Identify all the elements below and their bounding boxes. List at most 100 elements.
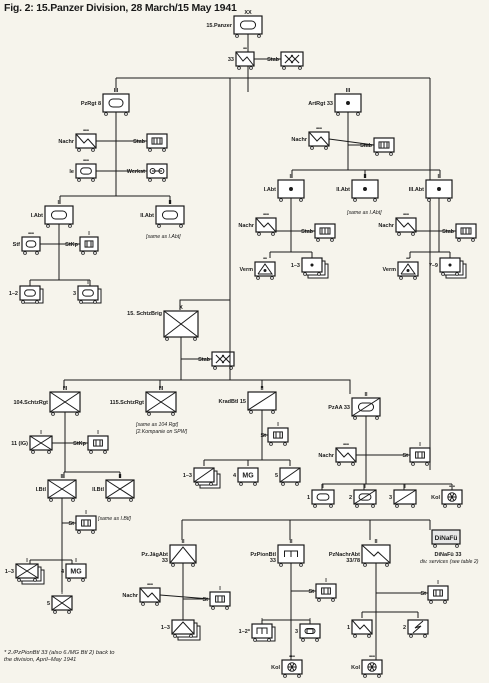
size-indicator: ••• (369, 654, 375, 660)
artillery-symbol (346, 101, 350, 105)
staff-symbol (273, 431, 283, 439)
wheel-icon (411, 232, 415, 236)
survey-symbol (257, 263, 273, 275)
wheel-icon (397, 232, 401, 236)
wheel-icon (301, 638, 305, 642)
wheel-icon (315, 638, 319, 642)
wheel-icon (17, 578, 21, 582)
recon-symbol (351, 397, 381, 417)
unit-label: 1–3 (5, 569, 14, 575)
anti-tank-symbol (171, 621, 195, 635)
size-indicator: I (309, 618, 311, 624)
size-indicator: II (289, 174, 293, 180)
wheel-icon (81, 251, 85, 255)
unit-art-stab: Stab (360, 137, 395, 156)
staff-symbol (460, 227, 472, 235)
note-text: div. services (see table 2) (420, 559, 479, 565)
unit-box (75, 163, 97, 179)
survey-symbol (406, 269, 410, 272)
size-indicator: I (419, 442, 421, 448)
note-text: [same as I.Abt] (145, 234, 181, 240)
staff-symbol (81, 519, 91, 527)
size-indicator: ••• (147, 582, 153, 588)
unit-verm1: ••Verm (240, 256, 276, 280)
unit-pzjag-13: I1–3 (161, 614, 201, 641)
hq-symbol (221, 354, 231, 364)
unit-art-i-nachr: •••Nachr (238, 212, 277, 236)
size-indicator: II (363, 174, 367, 180)
wheel-icon (283, 442, 287, 446)
unit-ibtl: III.Btl (36, 474, 77, 502)
wheel-icon (147, 412, 151, 416)
size-indicator: I (277, 422, 279, 428)
connector-line (179, 299, 230, 310)
unit-label: Kol (351, 665, 360, 671)
wheel-icon (53, 610, 57, 614)
wheel-icon (235, 34, 239, 38)
unit-pzaa-1: I1 (307, 484, 335, 508)
wheel-icon (104, 112, 108, 116)
size-indicator: II (374, 539, 378, 545)
unit-pzaa-2: I2 (349, 484, 377, 508)
wheel-icon (179, 224, 183, 228)
recon-symbol (353, 489, 377, 505)
wheel-icon (211, 606, 215, 610)
unit-pzaa-nachr: •••Nachr (318, 442, 357, 466)
artillery-symbol (289, 187, 293, 191)
unit-label: Kol (271, 665, 280, 671)
armor-symbol (357, 402, 375, 412)
wheel-icon (31, 450, 35, 454)
infantry-symbol (105, 479, 135, 499)
size-indicator: I (247, 462, 249, 468)
unit-label: Verm (383, 267, 397, 273)
size-indicator: II (168, 200, 172, 206)
wheel-icon (356, 112, 360, 116)
wheel-icon (155, 602, 159, 606)
unit-label: St (261, 433, 267, 439)
unit-label: PzNachrAbt (329, 552, 360, 558)
wheel-icon (441, 272, 445, 276)
wheel-icon (77, 148, 81, 152)
unit-pzrgt-stab: Stab (133, 133, 168, 152)
wheel-icon (67, 610, 71, 614)
size-indicator: II (437, 174, 441, 180)
unit-krad-13: I1–3 (183, 462, 221, 489)
unit-label: 1–2 (9, 291, 18, 297)
unit-box (19, 285, 41, 301)
wheel-icon (329, 504, 333, 508)
wheel-icon (271, 232, 275, 236)
wheel-icon (81, 578, 85, 582)
unit-pzpion-kol: •••Kol (271, 654, 303, 678)
unit-art-iabt: III.Abt (264, 174, 305, 202)
unit-art-i-stab: Stab (301, 223, 336, 242)
unit-pzaa-3: I3 (389, 484, 417, 508)
unit-label: KradBtl 15 (218, 399, 246, 405)
wheel-icon (35, 300, 39, 304)
unit-label: 5 (47, 601, 50, 607)
size-indicator: •• (406, 256, 410, 262)
size-indicator: ••• (28, 231, 34, 237)
unit-label: St (309, 589, 315, 595)
size-indicator: I (417, 614, 419, 620)
unit-pzjag-nachr: •••Nachr (122, 582, 161, 606)
signal-symbol (335, 447, 357, 463)
unit-label: I.Abt (31, 213, 43, 219)
unit-label: StKp (73, 441, 86, 447)
size-indicator: II (60, 474, 64, 480)
wheel-icon (423, 634, 427, 638)
anti-tank-symbol (169, 546, 197, 564)
wheel-icon (377, 674, 381, 678)
armor-symbol (50, 210, 68, 220)
unit-label: St (403, 453, 409, 459)
wheel-icon (279, 563, 283, 567)
size-indicator: I (437, 580, 439, 586)
workshop-symbol (158, 168, 165, 174)
unit-pzrgt-le: •••le (69, 158, 97, 182)
size-indicator: I (311, 252, 313, 258)
wheel-icon (303, 272, 307, 276)
unit-label: 1 (307, 495, 310, 501)
infantry-symbol (29, 435, 53, 451)
